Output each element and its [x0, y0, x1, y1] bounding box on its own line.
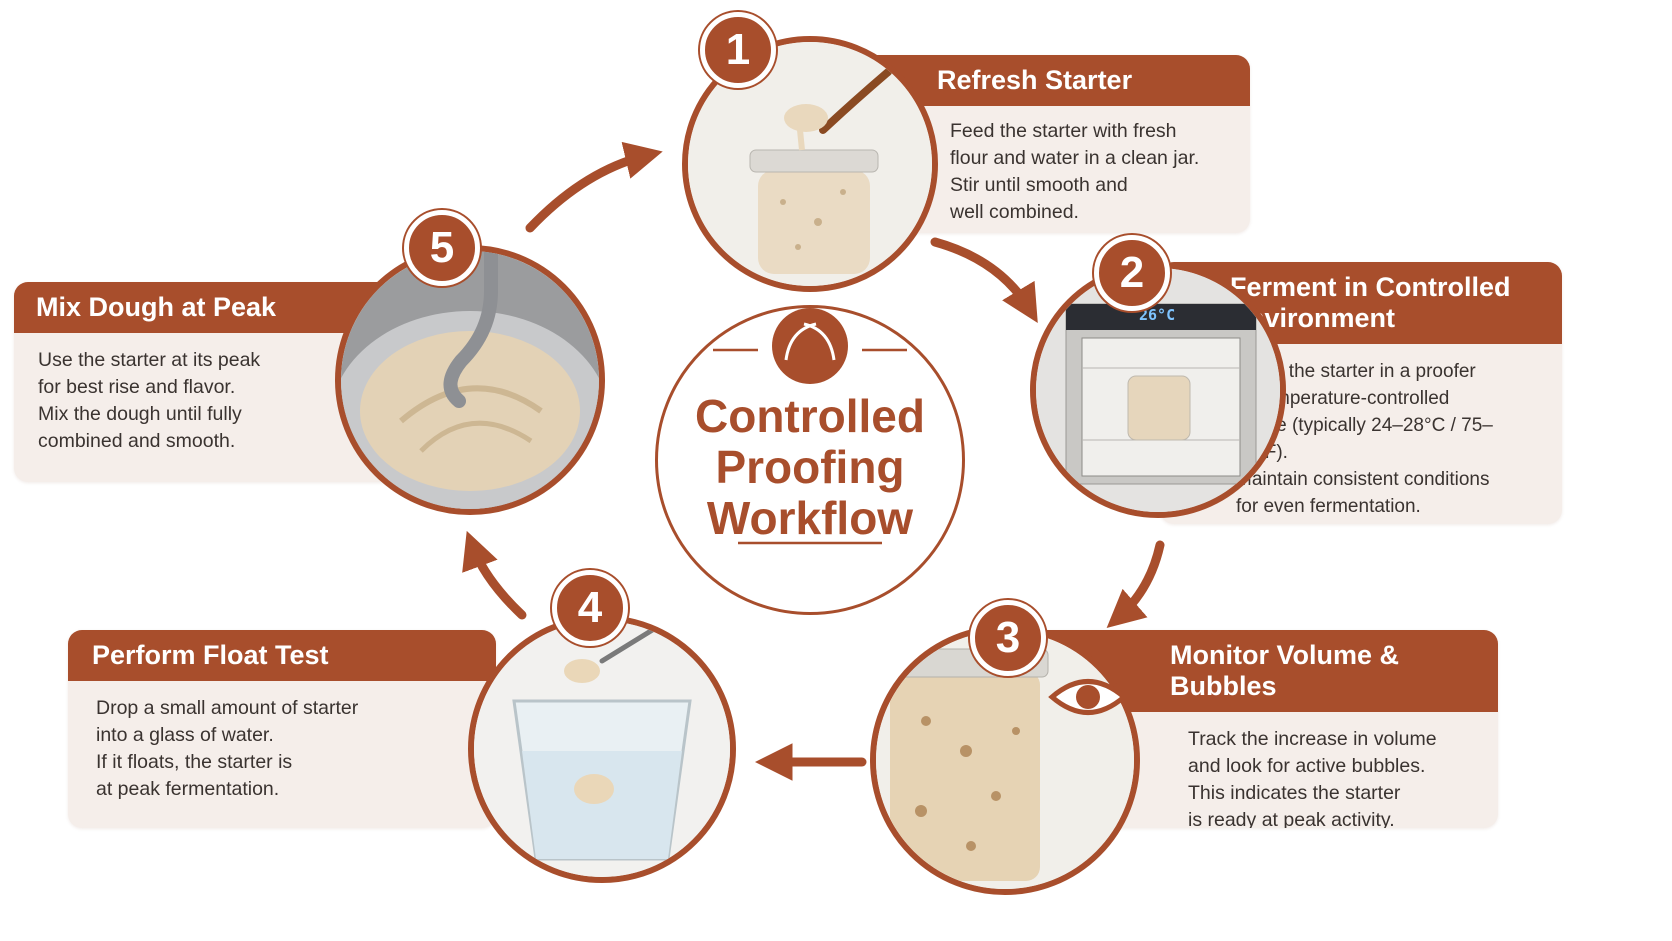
step-2-badge: 2 — [1094, 235, 1170, 311]
step-4-badge: 4 — [552, 570, 628, 646]
proofer-temperature-display: 26°C — [1139, 306, 1176, 324]
arrow-4-to-5 — [462, 530, 527, 620]
step-5-photo — [335, 245, 605, 515]
step-4-title: Perform Float Test — [68, 630, 496, 681]
arrow-5-to-1 — [525, 141, 663, 233]
step-4-description: Drop a small amount of starter into a gl… — [96, 697, 359, 800]
mixer-bowl-with-dough — [341, 251, 599, 509]
center-emblem: Controlled Proofing Workflow — [655, 305, 965, 615]
center-title-line-3: Workflow — [706, 492, 914, 544]
step-4-card: Perform Float Test Drop a small amount o… — [68, 630, 496, 828]
step-1-badge: 1 — [700, 12, 776, 88]
step-1-description: Feed the starter with fresh flour and wa… — [950, 120, 1200, 223]
glass-of-water-float-test — [474, 621, 730, 877]
jar-in-proofer — [1036, 268, 1280, 512]
step-5-description: Use the starter at its peak for best ris… — [38, 349, 261, 452]
step-3-badge: 3 — [970, 600, 1046, 676]
eye-icon — [1048, 679, 1128, 715]
arrow-2-to-3 — [1106, 540, 1165, 628]
step-4-photo — [468, 615, 736, 883]
arrow-1-to-2 — [930, 237, 1038, 323]
bread-loaf-icon — [713, 308, 907, 545]
center-title-line-2: Proofing — [715, 441, 905, 493]
step-5-badge: 5 — [404, 210, 480, 286]
center-title-line-1: Controlled — [695, 390, 925, 442]
step-3-description: Track the increase in volume and look fo… — [1188, 728, 1437, 828]
